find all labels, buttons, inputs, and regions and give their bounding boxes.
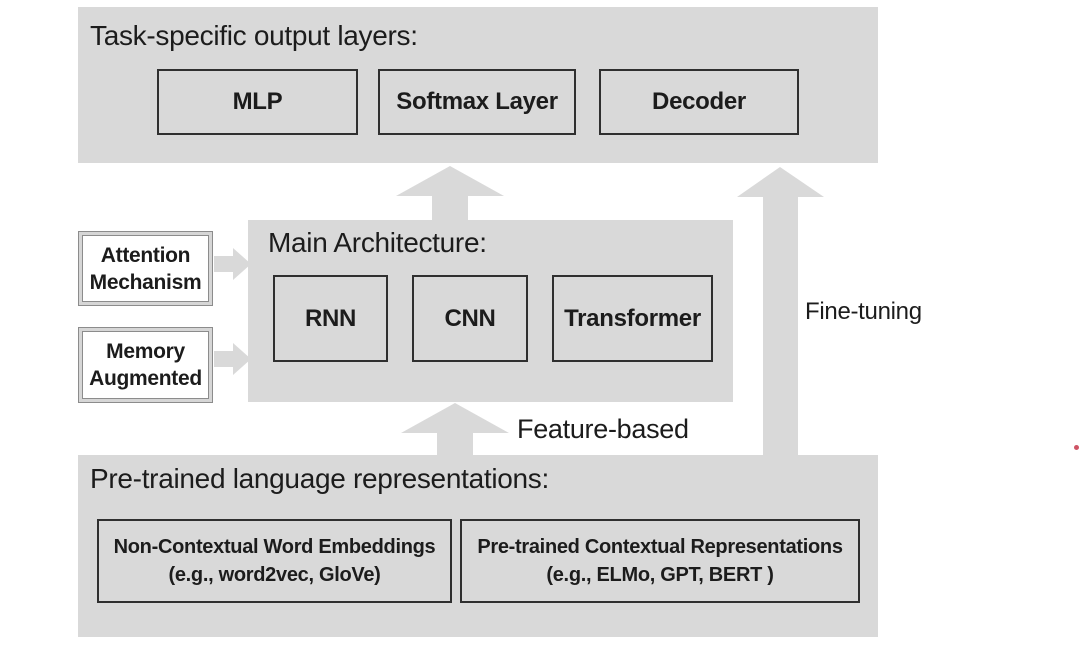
fine-tuning-arrow [737,167,824,456]
non-contextual-line1: Non-Contextual Word Embeddings [113,536,436,558]
attention-mechanism-box: Attention Mechanism [82,235,209,302]
memory-augmented-box: Memory Augmented [82,331,209,399]
cnn-box: CNN [412,275,528,362]
contextual-line1: Pre-trained Contextual Representations [477,536,843,558]
main-to-task-arrow [396,166,504,220]
non-contextual-line2: (e.g., word2vec, GloVe) [168,564,381,586]
feature-based-label: Feature-based [517,414,689,444]
feature-based-arrow [401,403,509,456]
contextual-representations-box: Pre-trained Contextual Representations (… [460,519,860,603]
transformer-box: Transformer [552,275,713,362]
contextual-line2: (e.g., ELMo, GPT, BERT ) [546,564,774,586]
decoder-box: Decoder [599,69,799,135]
attention-to-main-arrow [214,248,251,280]
non-contextual-embeddings-box: Non-Contextual Word Embeddings (e.g., wo… [97,519,452,603]
mlp-box: MLP [157,69,358,135]
task-output-panel-title: Task-specific output layers: [90,20,418,51]
main-architecture-title: Main Architecture: [268,227,487,258]
softmax-layer-box: Softmax Layer [378,69,576,135]
memory-augmented-line2: Augmented [89,367,202,390]
rnn-box: RNN [273,275,388,362]
memory-augmented-line1: Memory [106,340,185,363]
attention-mechanism-line2: Mechanism [89,270,202,294]
red-speck-artifact [1074,445,1079,450]
pretrained-panel-title: Pre-trained language representations: [90,463,549,494]
attention-mechanism-line1: Attention [100,243,191,267]
fine-tuning-label: Fine-tuning [805,298,922,325]
memory-to-main-arrow [214,343,251,375]
